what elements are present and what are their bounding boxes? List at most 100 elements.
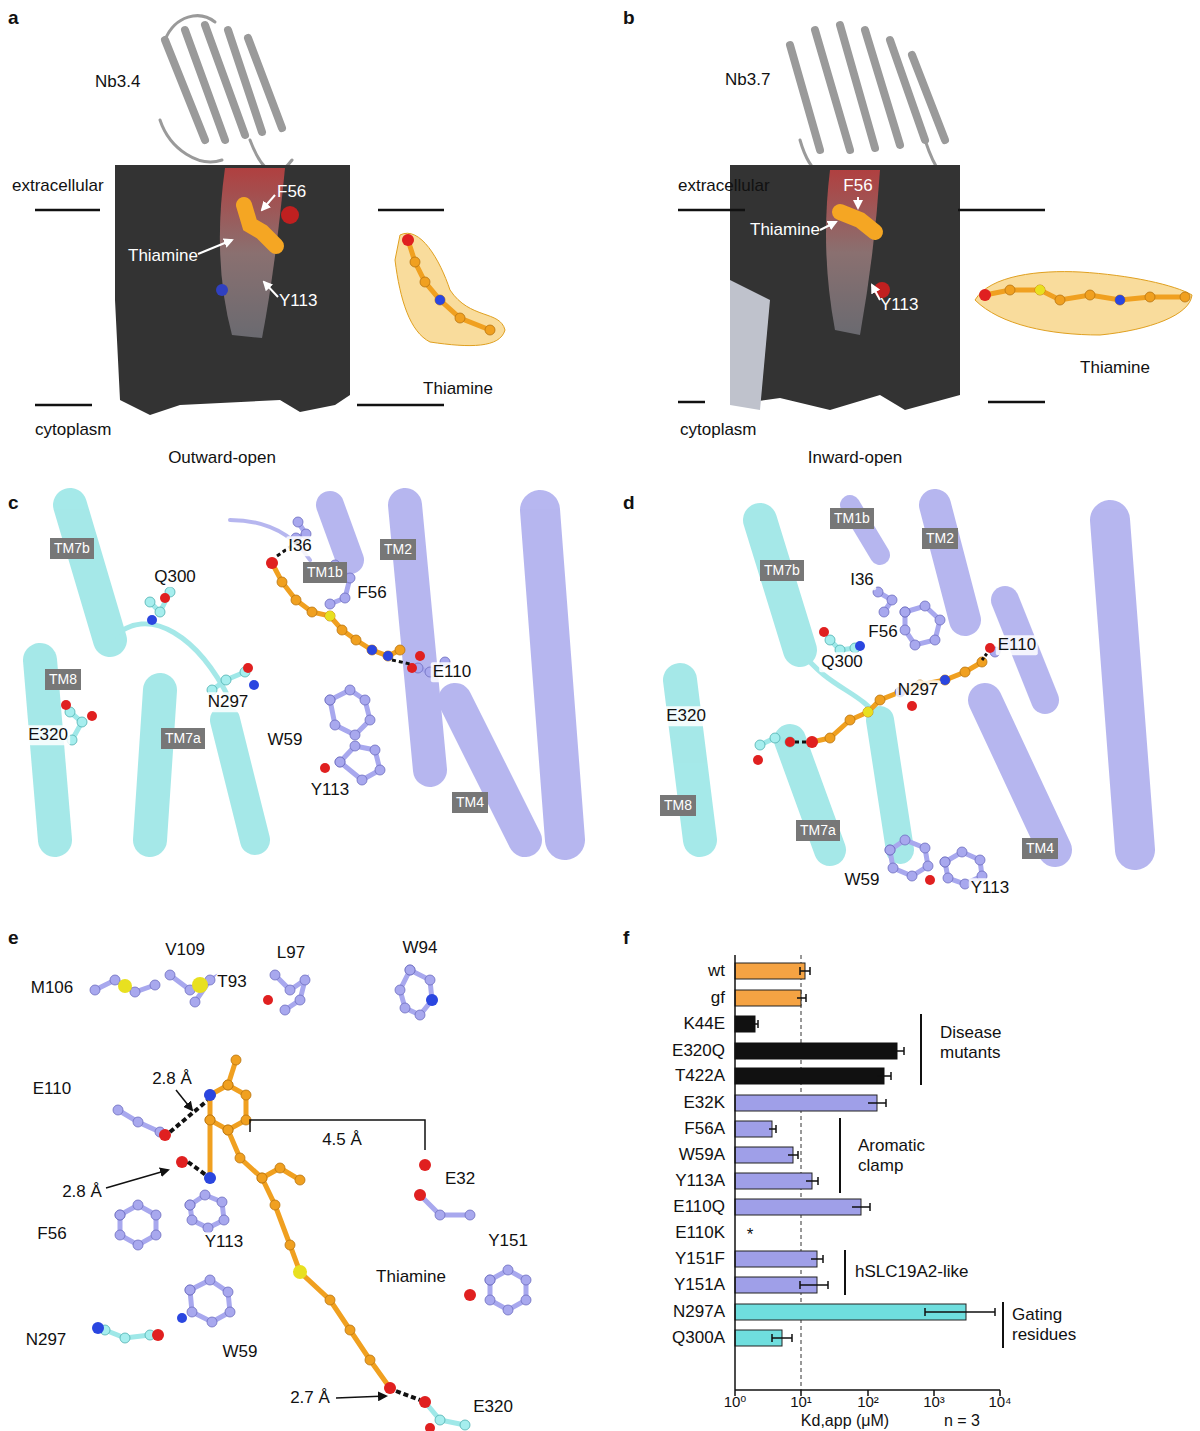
helix-name: TM4	[456, 794, 484, 810]
text-label: F56	[866, 622, 899, 642]
text-label: cytoplasm	[35, 420, 112, 440]
text-label: wt	[708, 961, 725, 981]
art-shape	[905, 606, 940, 645]
text-label: 10⁴	[988, 1393, 1011, 1410]
panel-letter: e	[8, 927, 19, 949]
text-label: Thiamine	[750, 220, 820, 240]
art-shape	[800, 1281, 828, 1289]
art-shape	[188, 1162, 206, 1175]
text-label: 2.8 Å	[152, 1069, 192, 1089]
binding-pocket	[220, 168, 285, 338]
helix-tag: TM4	[452, 792, 488, 813]
art-shape	[877, 1072, 891, 1080]
art-shape	[248, 38, 282, 128]
helix-name: TM8	[49, 671, 77, 687]
art-shape	[1035, 285, 1045, 295]
art-shape	[985, 643, 995, 653]
text-label: N297	[896, 680, 941, 700]
helix-tag: TM2	[380, 539, 416, 560]
text-label: W94	[403, 938, 438, 958]
text-label: E110	[996, 635, 1038, 655]
text-label: extracellular	[678, 176, 770, 196]
helix-name: TM7b	[54, 540, 90, 556]
text-label: V109	[165, 940, 205, 960]
art-shape	[753, 755, 763, 765]
text-label: cytoplasm	[680, 420, 757, 440]
art-shape	[198, 240, 232, 254]
art-shape	[940, 675, 950, 685]
text-label: E320	[473, 1397, 513, 1417]
text-label: Q300	[819, 652, 865, 672]
art-shape	[205, 25, 245, 135]
art-shape	[204, 1172, 216, 1184]
art-shape	[735, 1095, 877, 1111]
art-shape	[150, 592, 170, 612]
text-label: E32K	[683, 1093, 725, 1113]
art-shape	[734, 955, 736, 1390]
art-shape	[249, 680, 259, 690]
art-shape	[790, 45, 820, 150]
art-shape	[118, 979, 132, 993]
text-label: E32	[445, 1169, 475, 1189]
text-label: E110	[33, 1079, 71, 1099]
text-label: W59	[221, 1342, 260, 1362]
helix-name: TM1b	[834, 510, 870, 526]
art-shape	[160, 593, 170, 603]
text-label: F56A	[684, 1119, 725, 1139]
text-label: K44E	[683, 1014, 725, 1034]
helix-tag: TM7a	[161, 728, 205, 749]
helix-tag: TM2	[922, 528, 958, 549]
text-label: W59	[843, 870, 882, 890]
text-label: T93	[217, 972, 246, 992]
helix-ribbons	[40, 505, 565, 840]
text-label: Thiamine	[423, 379, 493, 399]
art-shape	[678, 401, 705, 404]
art-shape	[678, 209, 745, 212]
art-shape	[266, 557, 278, 569]
thiamine-density	[244, 205, 276, 246]
density-blob	[395, 233, 505, 345]
art-shape	[392, 660, 410, 664]
art-shape	[769, 1125, 776, 1133]
art-shape	[105, 1330, 150, 1338]
art-shape	[800, 967, 810, 975]
art-shape	[806, 736, 818, 748]
text-label: N297	[26, 1330, 67, 1350]
art-shape	[857, 197, 859, 208]
art-shape	[925, 1308, 995, 1316]
art-shape	[812, 662, 982, 742]
art-shape	[165, 16, 215, 40]
text-label: N297A	[673, 1302, 725, 1322]
membrane-lines	[35, 210, 444, 405]
text-label: N297	[206, 692, 251, 712]
art-shape	[855, 641, 865, 651]
helix-name: TM1b	[307, 564, 343, 580]
helix-name: TM2	[384, 541, 412, 557]
text-label: F56	[355, 583, 388, 603]
panel-letter: b	[623, 7, 635, 29]
art-shape	[320, 763, 330, 773]
art-shape	[958, 209, 1045, 212]
transporter-surface-edge	[730, 280, 770, 410]
helix-tag: TM4	[1022, 838, 1058, 859]
text-label: W59	[266, 730, 305, 750]
art-shape	[455, 700, 525, 840]
art-shape	[400, 970, 432, 1015]
art-shape	[735, 1173, 812, 1189]
art-shape	[216, 284, 228, 296]
art-shape	[844, 1250, 846, 1295]
art-shape	[414, 1189, 426, 1201]
text-label: Thiamine	[128, 246, 198, 266]
art-shape	[87, 711, 97, 721]
text-label: F56	[277, 182, 306, 202]
text-label: n = 3	[944, 1412, 980, 1430]
art-shape	[147, 615, 157, 625]
art-shape	[735, 1199, 861, 1215]
text-label: gf	[711, 988, 725, 1008]
art-shape	[275, 975, 305, 1010]
panel-letter: c	[8, 492, 19, 514]
art-shape	[210, 1085, 246, 1130]
art-shape	[852, 1203, 870, 1211]
